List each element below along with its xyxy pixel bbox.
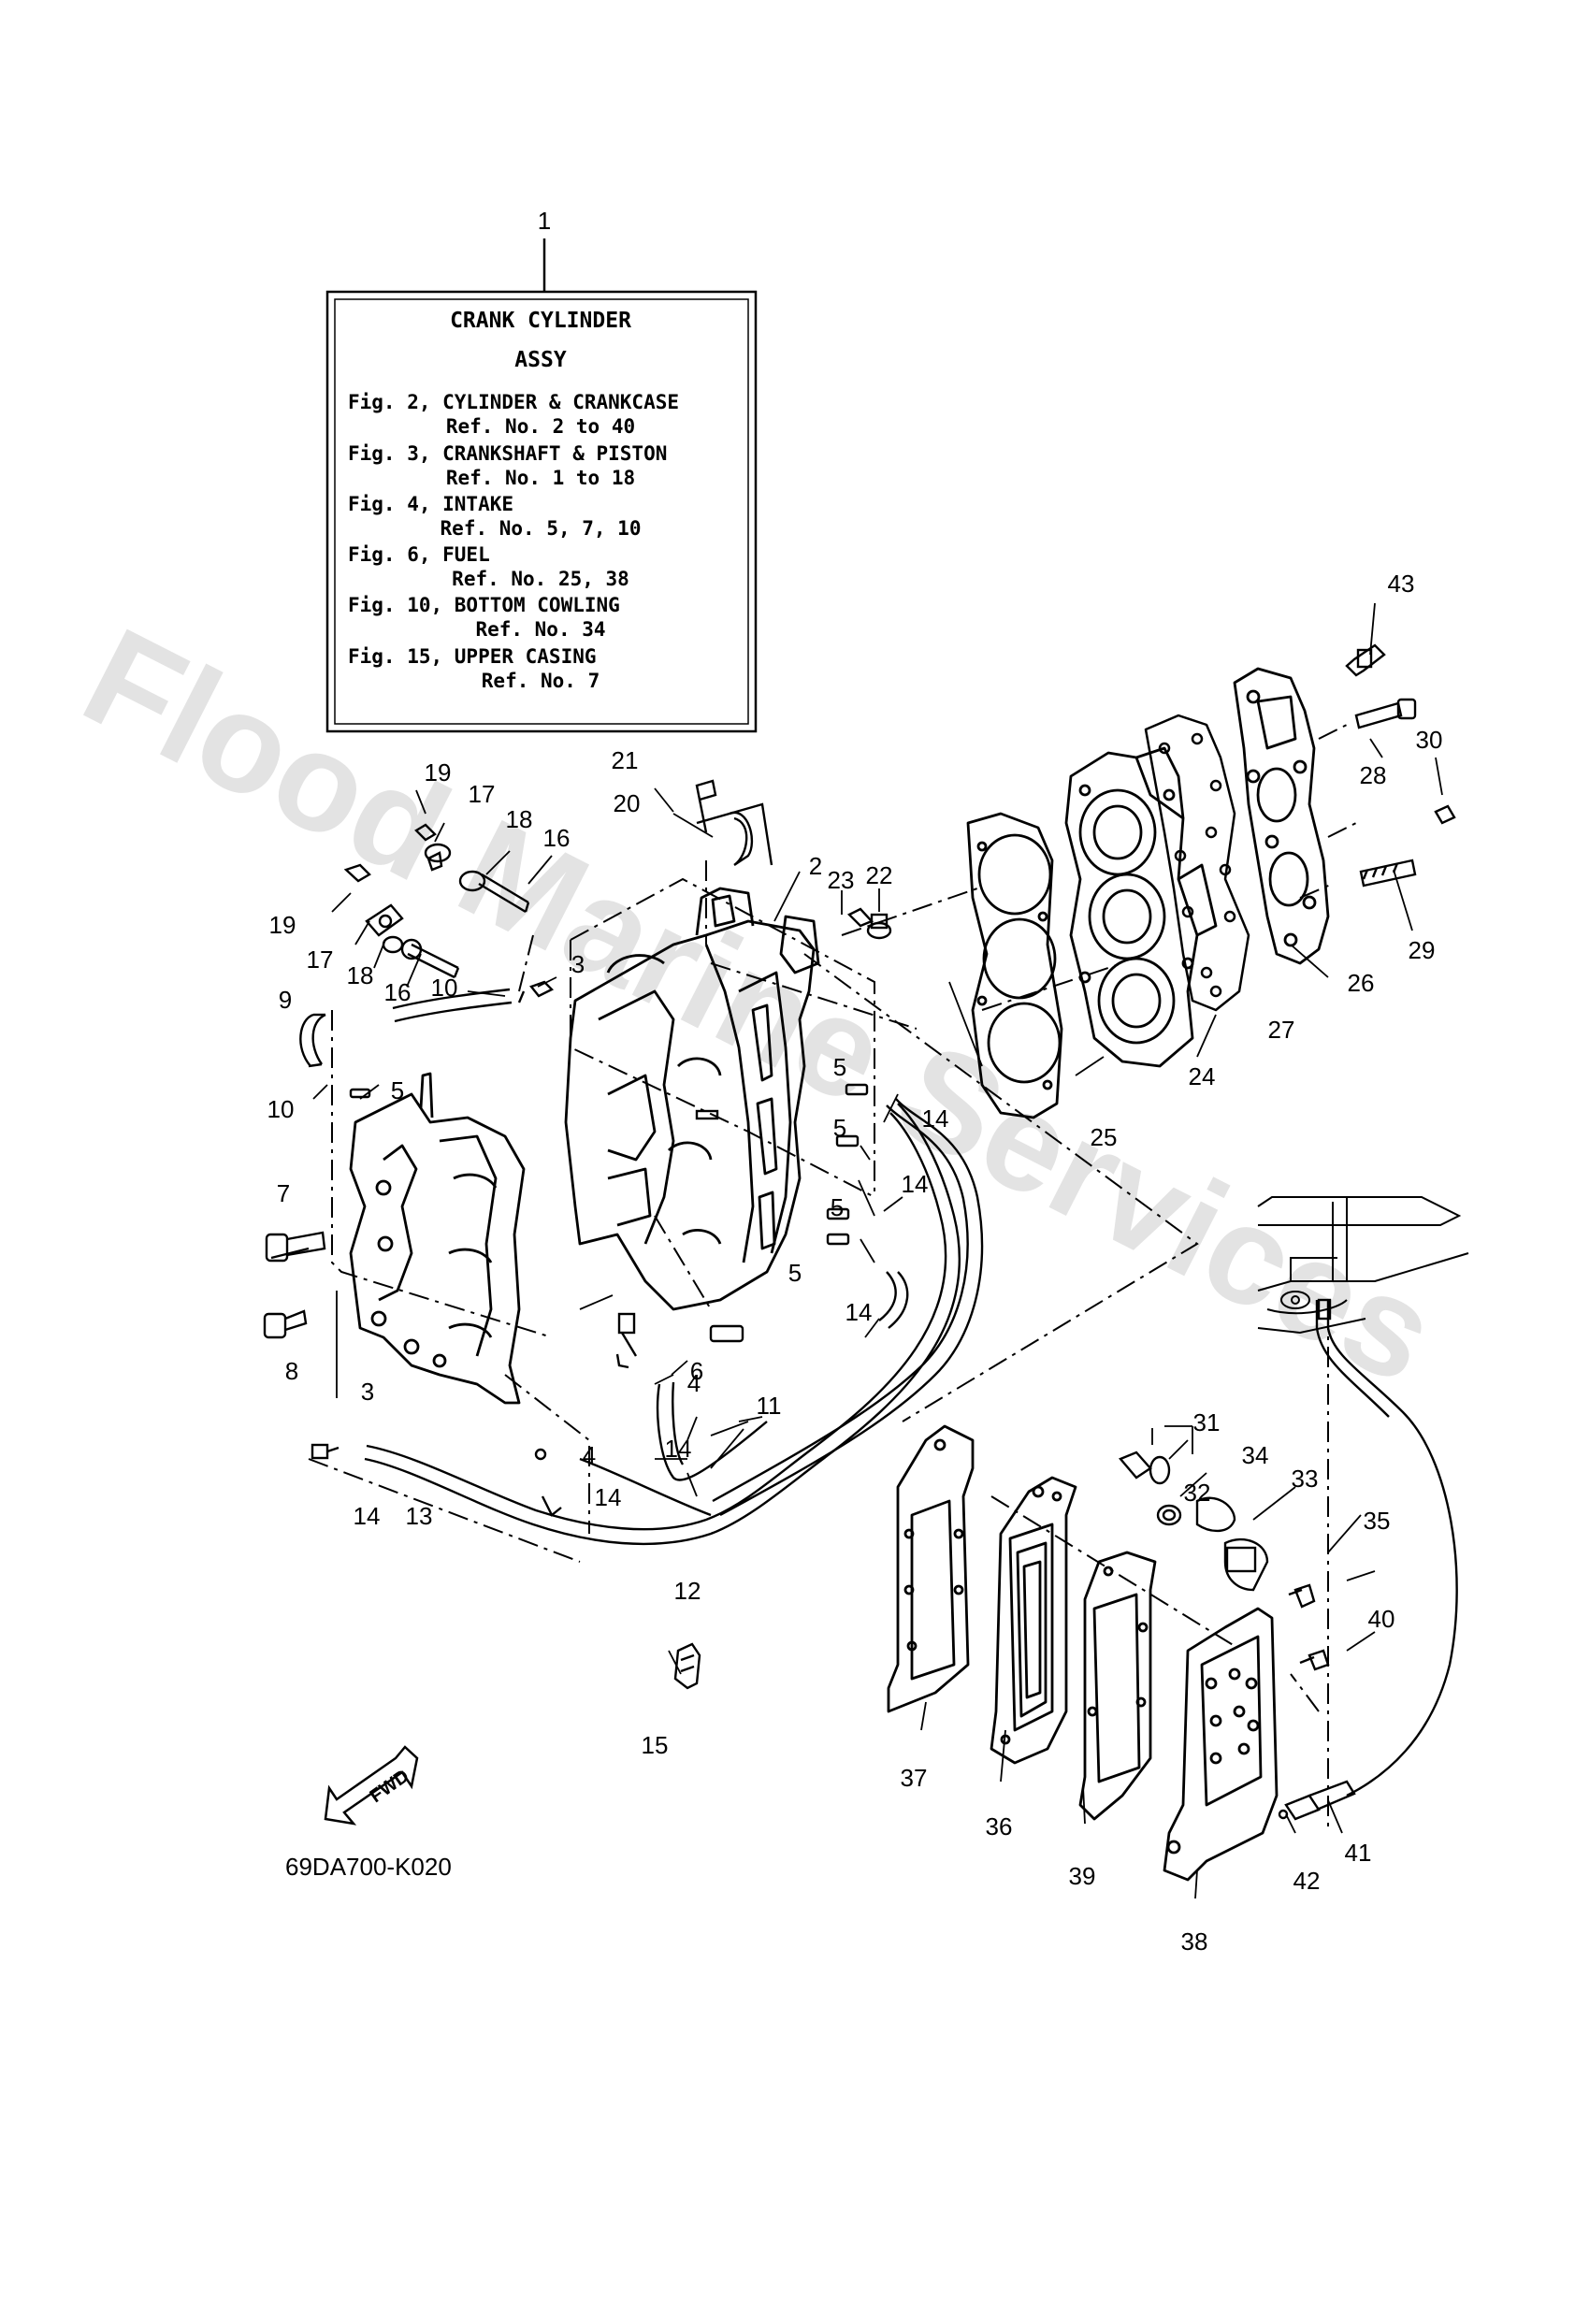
assembly-figure-line: Fig. 2, CYLINDER & CRANKCASE: [348, 391, 679, 413]
assembly-figure-line: Fig. 15, UPPER CASING: [348, 645, 597, 668]
part-label: 16: [543, 824, 571, 852]
assembly-title-line1: CRANK CYLINDER: [450, 309, 631, 333]
part-label: 14: [354, 1502, 381, 1530]
part-label: 35: [1364, 1507, 1391, 1535]
part-label: 32: [1184, 1479, 1211, 1507]
drawing-code: 69DA700-K020: [285, 1853, 452, 1881]
watermark-text: Flood Marine Services: [61, 598, 1459, 1414]
part-label: 7: [277, 1179, 290, 1207]
part-label: 4: [687, 1369, 701, 1397]
part-label: 43: [1388, 570, 1415, 598]
assembly-ref-line: Ref. No. 5, 7, 10: [441, 517, 642, 540]
small-hardware-left: [263, 823, 869, 1517]
head-gasket: [966, 812, 1063, 1119]
part-label: 29: [1409, 936, 1436, 964]
assembly-ref-line: Ref. No. 1 to 18: [446, 467, 635, 489]
part-label: 31: [1193, 1408, 1221, 1436]
part-label: 5: [833, 1053, 846, 1081]
upper-casing-sketch: [1257, 1196, 1469, 1335]
part-label: 11: [757, 1392, 782, 1420]
part-label: 14: [845, 1298, 873, 1326]
part-label: 23: [828, 866, 855, 894]
part-label: 3: [571, 950, 585, 978]
part-label: 25: [1091, 1123, 1118, 1151]
part-label: 15: [642, 1731, 669, 1759]
assembly-info-box: 1 CRANK CYLINDER ASSY Fig. 2, CYLINDER &…: [325, 207, 758, 733]
part-label: 10: [267, 1095, 295, 1123]
part-label: 40: [1368, 1605, 1395, 1633]
part-label: 5: [788, 1259, 802, 1287]
part-label: 26: [1348, 969, 1375, 997]
part-label: 8: [285, 1357, 298, 1385]
part-label: 18: [347, 961, 374, 989]
assembly-figure-line: Fig. 10, BOTTOM COWLING: [348, 594, 620, 616]
part-label: 3: [361, 1378, 374, 1406]
head-cover-gasket: [1144, 714, 1250, 1012]
part-label: 2: [809, 852, 822, 880]
part-label: 10: [431, 974, 458, 1002]
part-label: 24: [1189, 1062, 1216, 1090]
part-label: 42: [1293, 1867, 1321, 1895]
assembly-ref-line: Ref. No. 34: [475, 618, 605, 641]
assembly-figure-line: Fig. 6, FUEL: [348, 543, 490, 566]
part-label: 13: [406, 1502, 433, 1530]
part-label: 4: [583, 1441, 596, 1469]
assembly-ref-line: Ref. No. 25, 38: [452, 568, 629, 590]
assembly-title-line2: ASSY: [514, 348, 567, 372]
head-cover: [1233, 667, 1330, 965]
part-label: 27: [1268, 1016, 1295, 1044]
part-label: 22: [866, 861, 893, 889]
exhaust-plates: [887, 1424, 1279, 1882]
part-label: 41: [1345, 1839, 1372, 1867]
leader-lines: [312, 602, 1443, 1899]
part-label: 19: [269, 911, 296, 939]
part-label: 39: [1069, 1862, 1096, 1890]
cylinder-block: [564, 887, 820, 1311]
part-label: 14: [665, 1435, 692, 1463]
part-label: 17: [307, 945, 334, 974]
assembly-ref-line: Ref. No. 7: [482, 670, 600, 692]
hose-clip: [673, 1642, 701, 1690]
part-label: 14: [922, 1104, 949, 1133]
part-label: 6: [690, 1357, 703, 1385]
crankcase: [349, 1072, 526, 1405]
part-label: 5: [831, 1193, 844, 1221]
part-label: 5: [391, 1076, 404, 1104]
assembly-ref-line: Ref. No. 2 to 40: [446, 415, 635, 438]
small-hardware-right: [695, 643, 1456, 940]
part-label: 17: [469, 780, 496, 808]
part-label: 21: [612, 746, 639, 774]
part-label: 33: [1292, 1465, 1319, 1493]
part-label: 38: [1181, 1927, 1208, 1956]
assembly-figure-line: Fig. 3, CRANKSHAFT & PISTON: [348, 442, 667, 465]
part-label: 34: [1242, 1441, 1269, 1469]
part-label: 9: [279, 986, 292, 1014]
part-label: 16: [384, 978, 412, 1006]
part-label: 5: [833, 1114, 846, 1142]
cylinder-head: [1064, 746, 1218, 1068]
part-label: 20: [614, 789, 641, 817]
part-label: 14: [595, 1483, 622, 1511]
part-label: 36: [986, 1812, 1013, 1840]
forward-arrow-icon: FWD: [324, 1745, 419, 1826]
part-label: 37: [901, 1764, 928, 1792]
thermostat-parts: [1119, 1451, 1356, 1821]
part-label: 28: [1360, 761, 1387, 789]
part-label: 18: [506, 805, 533, 833]
part-label: 19: [425, 758, 452, 787]
part-label: 14: [902, 1170, 929, 1198]
part-label: 30: [1416, 726, 1443, 754]
part-label: 12: [674, 1577, 701, 1605]
assembly-ref-number: 1: [538, 207, 551, 235]
assembly-figure-line: Fig. 4, INTAKE: [348, 493, 513, 515]
